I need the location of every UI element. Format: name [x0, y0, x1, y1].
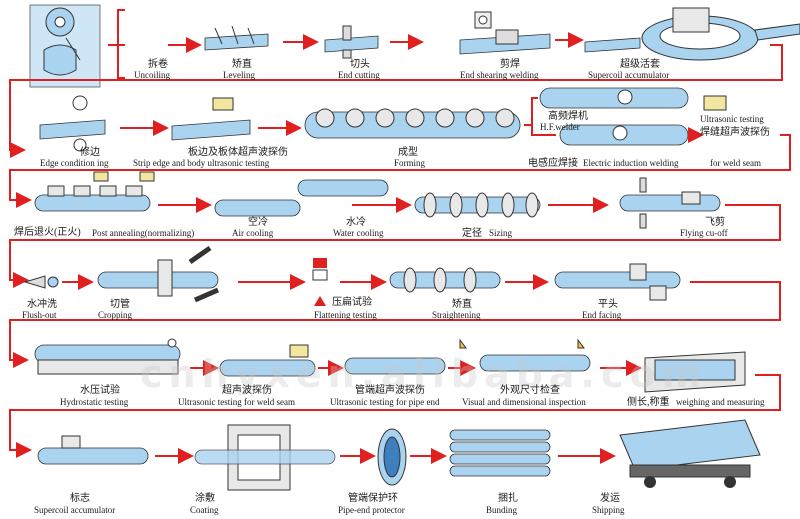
step-visual-en: Visual and dimensional inspection [462, 397, 586, 407]
end-facing-illustration [554, 263, 681, 301]
bunding-illustration [449, 429, 551, 477]
step-supercoil-zh: 超级活套 [620, 59, 660, 70]
step-pipe-end-ut-en: Ultrasonic testing for pipe end [330, 397, 440, 407]
step-flattening-zh: 压扁试验 [332, 297, 372, 308]
marking-illustration [37, 435, 149, 465]
step-flush-zh: 水冲洗 [27, 299, 57, 310]
flush-out-illustration [23, 275, 59, 289]
straightening-illustration [389, 267, 501, 293]
step-straightening-en: Straightening [432, 310, 481, 320]
air-cooling-illustration [214, 199, 301, 217]
step-hydro-en: Hydrostatic testing [60, 397, 129, 407]
step-cropping-en: Cropping [98, 310, 133, 320]
step-strip-ut-en: Strip edge and body ultrasonic testing [133, 158, 270, 168]
leveling-illustration [204, 25, 269, 51]
end-cutting-illustration [324, 25, 379, 59]
step-hf-welder-en: H.F.welder [540, 122, 580, 132]
step-straightening-zh: 矫直 [452, 299, 472, 310]
step-weld-ut-zh: 焊缝超声波探伤 [700, 127, 770, 138]
weld-seam-ultrasonic-illustration [703, 95, 727, 111]
step-leveling-en: Leveling [223, 70, 255, 80]
step-coating-en: Coating [190, 505, 219, 515]
step-hydro-zh: 水压试验 [80, 385, 120, 396]
sizing-illustration [414, 192, 541, 218]
post-annealing-illustration [34, 171, 155, 212]
step-forming-en: Forming [394, 158, 426, 168]
step-shipping-en: Shipping [592, 505, 625, 515]
hf-welder-illustration [539, 87, 689, 146]
step-weld-ut-en2: for weld seam [710, 158, 761, 168]
step-eiw-en: Electric induction welding [583, 158, 679, 168]
step-annealing-en: Post annealing(normalizing) [92, 228, 195, 238]
step-hf-welder-zh: 高频焊机 [548, 111, 588, 122]
step-end-cutting-zh: 切头 [350, 59, 370, 70]
step-weighing-en: weighing and measuring [676, 397, 765, 407]
step-protector-zh: 管端保护环 [348, 493, 398, 504]
step-forming-zh: 成型 [398, 147, 418, 158]
step-edge-en: Edge condition ing [40, 158, 109, 168]
step-weighing-zh: 侧长,称重 [627, 397, 670, 408]
ultrasonic-pipe-end-illustration [344, 357, 446, 375]
flattening-testing-illustration [312, 258, 328, 306]
step-marking-zh: 标志 [70, 493, 90, 504]
step-marking-en: Supercoil accumulator [34, 505, 116, 515]
step-flush-en: Flush-out [22, 310, 57, 320]
strip-ultrasonic-illustration [171, 97, 251, 141]
step-pipe-end-ut-zh: 管端超声波探伤 [355, 385, 425, 396]
forming-illustration [304, 108, 521, 139]
step-supercoil-en: Supercoil accumulator [588, 70, 670, 80]
hydrostatic-testing-illustration [34, 338, 181, 375]
flying-cutoff-illustration [619, 177, 721, 229]
step-leveling-zh: 矫直 [232, 59, 252, 70]
step-visual-zh: 外观尺寸检查 [500, 385, 560, 396]
step-cropping-zh: 切管 [110, 299, 130, 310]
step-annealing-zh: 焊后退火(正火) [14, 227, 81, 238]
step-uncoiling-zh: 拆卷 [148, 59, 168, 70]
edge-condition-illustration [39, 95, 106, 152]
step-end-cutting-en: End cutting [338, 70, 380, 80]
step-eiw-zh: 电感应焊接 [528, 158, 578, 169]
ultrasonic-weld-illustration [219, 344, 316, 377]
cropping-illustration [97, 245, 219, 303]
step-weld-ut2-zh: 超声波探伤 [222, 385, 272, 396]
step-flattening-en: Flattening testing [314, 310, 377, 320]
step-protector-en: Pipe-end protector [338, 505, 405, 515]
step-edge-zh: 修边 [80, 147, 100, 158]
step-air-cooling-en: Air cooling [232, 228, 274, 238]
step-flying-cut-en: Flying cu-off [680, 228, 728, 238]
step-uncoiling-en: Uncoiling [134, 70, 170, 80]
step-sizing-zh: 定径 [462, 228, 482, 239]
step-weld-ut-en: Ultrasonic testing [700, 114, 764, 124]
step-end-facing-zh: 平头 [598, 299, 618, 310]
end-shearing-welding-illustration [459, 11, 551, 55]
step-shearing-welding-en: End shearing welding [460, 70, 539, 80]
step-shipping-zh: 发运 [600, 493, 620, 504]
step-flying-cut-zh: 飞剪 [705, 217, 725, 228]
step-water-cooling-zh: 水冷 [346, 217, 366, 228]
step-coating-zh: 涂敷 [195, 493, 215, 504]
step-bunding-zh: 捆扎 [498, 493, 518, 504]
step-strip-ut-zh: 板边及板体超声波探伤 [188, 147, 288, 158]
uncoiling-illustration [29, 4, 101, 88]
water-cooling-illustration [297, 179, 389, 197]
step-weld-ut2-en: Ultrasonic testing for weld seam [178, 397, 295, 407]
step-end-facing-en: End facing [582, 310, 622, 320]
step-air-cooling-zh: 空冷 [248, 217, 268, 228]
step-shearing-welding-zh: 剪焊 [500, 59, 520, 70]
supercoil-accumulator-illustration [584, 7, 800, 61]
weighing-measuring-illustration [644, 351, 746, 393]
coating-illustration [194, 424, 336, 491]
watermark: cnhyxen.alibaba.com [140, 352, 708, 396]
shipping-illustration [619, 419, 761, 488]
step-water-cooling-en: Water cooling [333, 228, 384, 238]
step-sizing-en: Sizing [489, 228, 513, 238]
pipe-end-protector-illustration [377, 428, 407, 486]
visual-inspection-illustration [459, 338, 591, 372]
step-bunding-en: Bunding [486, 505, 518, 515]
